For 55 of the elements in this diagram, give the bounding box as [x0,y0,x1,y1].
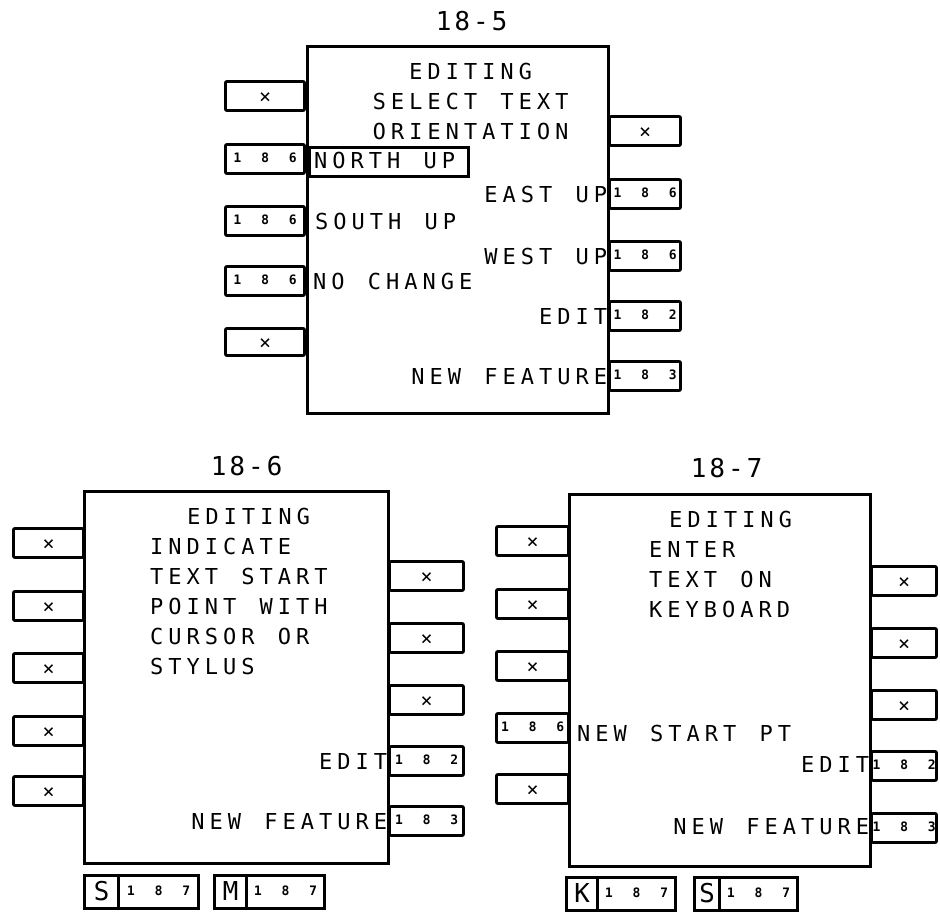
softkey: × [224,80,306,112]
softkey: 1 8 3 [870,812,938,844]
selected-option: NORTH UP [308,146,470,178]
softkey: 1 8 2 [608,300,682,332]
softkey: × [608,115,682,147]
softkey: × [388,684,465,716]
key-letter: M [216,877,248,907]
softkey: × [12,527,85,559]
softkey: 1 8 6 [608,178,682,210]
softkey: × [495,773,570,805]
screen-number: 18-7 [690,453,766,485]
softkey: × [12,775,85,807]
key-letter: S [86,877,120,907]
softkey: 1 8 2 [870,750,938,782]
softkey: × [12,590,85,622]
key-letter: S [696,879,721,909]
option-label: SOUTH UP [315,209,462,237]
key-code: 1 8 7 [726,885,796,904]
softkey: × [870,565,938,597]
softkey-pair [213,874,326,910]
softkey: × [12,652,85,684]
screen-heading: EDITING [186,504,316,532]
softkey: 1 8 6 [495,712,570,744]
key-letter: K [568,879,599,909]
softkey-pair [565,876,677,912]
softkey: 1 8 6 [608,240,682,272]
softkey-pair [693,876,799,912]
prompt-text: SELECT TEXT ORIENTATION [372,89,574,147]
key-code: 1 8 7 [252,883,323,902]
softkey: × [495,650,570,682]
softkey: × [495,525,570,557]
key-code: 1 8 7 [126,883,197,902]
screen-number: 18-5 [434,6,512,38]
screen-heading: EDITING [408,59,538,87]
softkey: 1 8 2 [388,745,465,777]
softkey: × [870,689,938,721]
softkey: 1 8 6 [224,205,306,237]
prompt-text: INDICATE TEXT START POINT WITH CURSOR OR STYLUS [150,534,334,682]
softkey: × [495,588,570,620]
softkey: 1 8 3 [608,360,682,392]
softkey: × [388,560,465,592]
softkey: × [224,327,306,357]
softkey-pair [83,874,200,910]
option-label: NO CHANGE [313,269,478,297]
softkey: 1 8 6 [224,265,306,297]
softkey: 1 8 3 [388,805,465,837]
screen-heading: EDITING [668,507,798,535]
softkey: 1 8 6 [224,143,306,175]
prompt-text: ENTER TEXT ON KEYBOARD [649,537,796,625]
softkey: × [12,715,85,747]
softkey: × [870,627,938,659]
key-code: 1 8 7 [604,885,674,904]
softkey: × [388,622,465,654]
option-label: NEW START PT [577,721,797,749]
screen-number: 18-6 [210,451,286,483]
